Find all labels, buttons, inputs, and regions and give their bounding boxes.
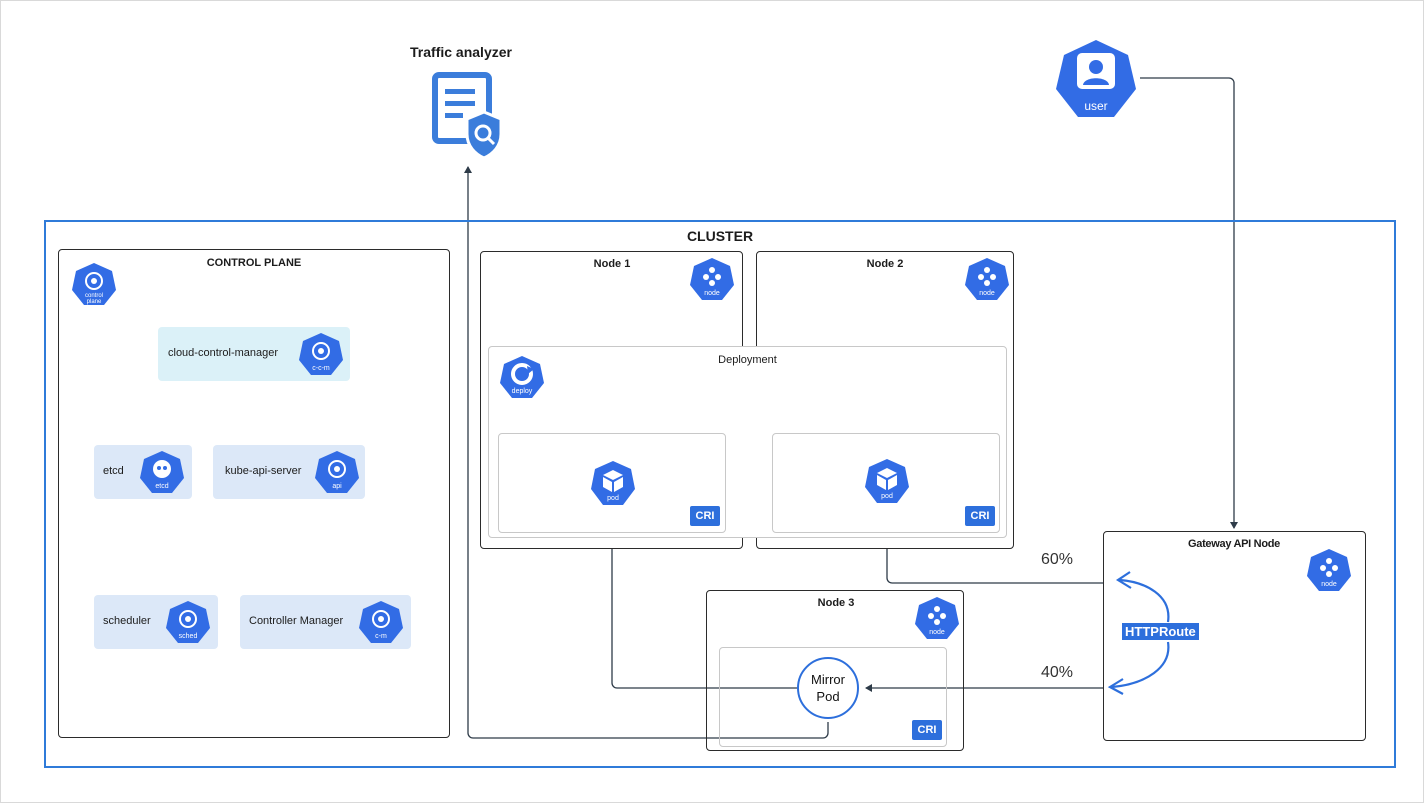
traffic-analyzer-icon[interactable]: [431, 72, 505, 160]
mirror-traffic-percent: 40%: [1041, 664, 1074, 681]
pod1-cri-badge: CRI: [690, 506, 720, 526]
api-label: kube-api-server: [225, 465, 302, 477]
traffic-analyzer-label: Traffic analyzer: [410, 44, 512, 60]
primary-traffic-percent: 60%: [1041, 551, 1074, 568]
gateway-title: Gateway API Node: [1188, 538, 1280, 550]
cluster-title: CLUSTER: [686, 228, 754, 244]
route-arrow-up: [1119, 578, 1170, 623]
route-arrow-up-head: [1115, 571, 1132, 589]
mirror-pod-line2: Pod: [816, 689, 840, 704]
node2-icon: node: [964, 257, 1010, 306]
pod1-icon[interactable]: pod: [590, 460, 636, 511]
mirror-pod-line1: Mirror: [811, 672, 845, 687]
control-plane-title: CONTROL PLANE: [206, 257, 302, 269]
node3-title: Node 3: [817, 597, 855, 609]
edge-user-gateway: [1140, 77, 1238, 529]
pod1-container: [498, 433, 726, 533]
node1-title: Node 1: [593, 258, 631, 270]
route-arrow-down: [1111, 641, 1170, 689]
scheduler-label: scheduler: [103, 615, 151, 627]
node1-icon: node: [689, 257, 735, 306]
etcd-label: etcd: [103, 465, 124, 477]
deployment-panel: [488, 346, 1007, 538]
gateway-node-panel: [1103, 531, 1366, 741]
pod2-icon[interactable]: pod: [864, 458, 910, 509]
node3-panel: [706, 590, 964, 751]
httproute-badge[interactable]: HTTPRoute: [1122, 623, 1199, 640]
scheduler-icon: sched: [165, 600, 211, 649]
route-arrow-down-head: [1107, 678, 1124, 695]
edge-mirror-pod1: [608, 534, 797, 689]
node3-icon: node: [914, 596, 960, 645]
mirror-pod-container: [719, 647, 947, 747]
user-label: user: [1084, 99, 1108, 113]
deployment-title: Deployment: [718, 354, 777, 366]
pod2-cri-badge: CRI: [965, 506, 995, 526]
etcd-icon: etcd: [139, 450, 185, 499]
cluster-boundary: [44, 220, 1396, 768]
cm-label: Controller Manager: [249, 615, 344, 627]
node2-title: Node 2: [866, 258, 904, 270]
ccm-icon: c-c-m: [298, 332, 344, 381]
api-icon: api: [314, 450, 360, 499]
cm-icon: c-m: [358, 600, 404, 649]
ccm-label: cloud-control-manager: [168, 347, 279, 359]
mirror-pod-cri-badge: CRI: [912, 720, 942, 740]
edge-gateway-pod2: [883, 534, 1103, 584]
edge-mirror-analyzer: [464, 166, 829, 739]
gateway-node-icon: node: [1306, 548, 1352, 597]
deployment-icon: deploy: [499, 355, 545, 404]
pod2-container: [772, 433, 1000, 533]
mirror-pod[interactable]: Mirror Pod: [797, 657, 859, 719]
user-icon[interactable]: [1055, 39, 1137, 119]
control-plane-icon: control plane: [71, 262, 117, 311]
